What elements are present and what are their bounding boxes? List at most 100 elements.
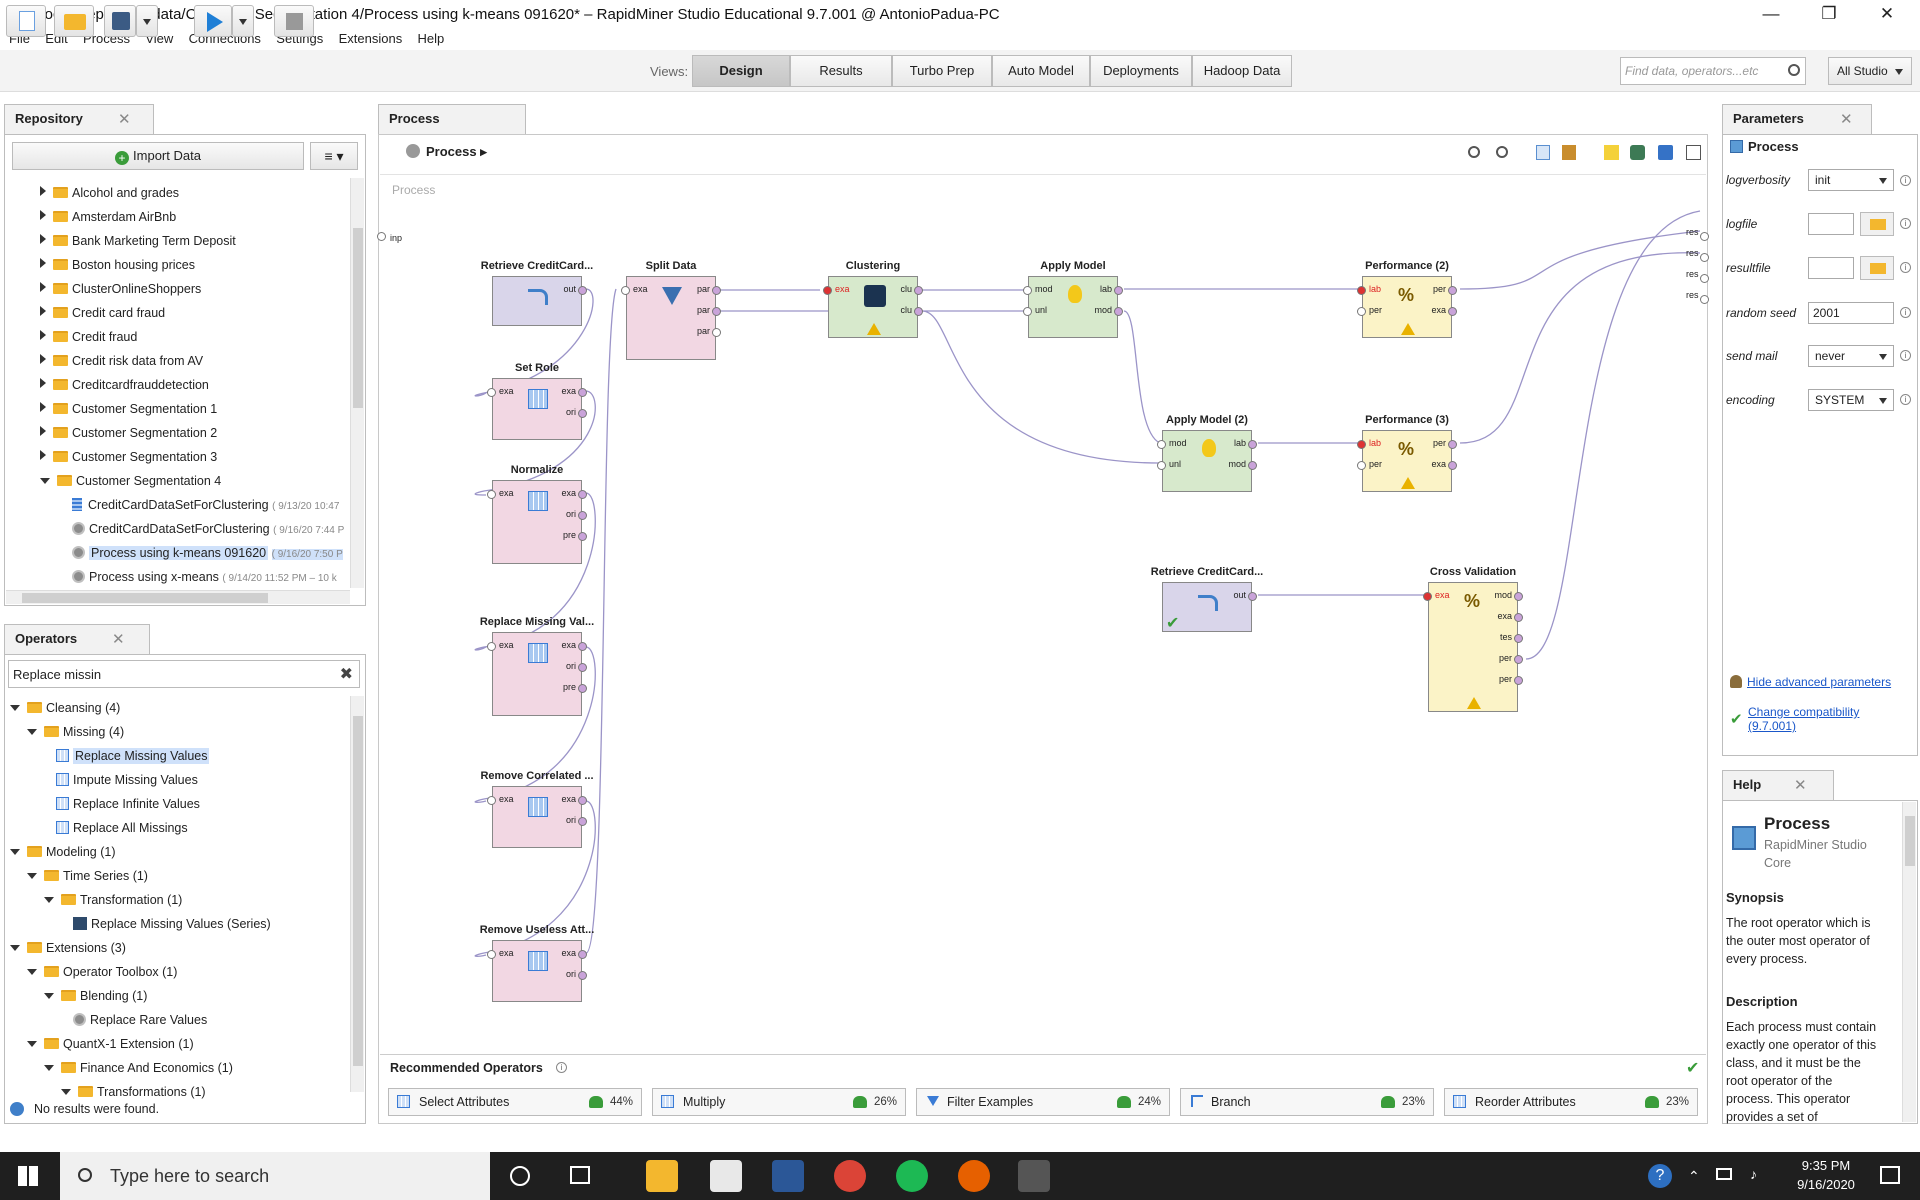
- operator-row[interactable]: Replace All Missings: [56, 818, 188, 838]
- input-port[interactable]: [377, 232, 386, 241]
- chevron-right-icon[interactable]: [40, 450, 46, 460]
- input-port[interactable]: [1157, 440, 1166, 449]
- info-icon[interactable]: i: [1900, 218, 1911, 229]
- send-mail-select[interactable]: never: [1808, 345, 1894, 367]
- output-port[interactable]: [578, 388, 587, 397]
- repo-entry-row[interactable]: CreditCardDataSetForClustering ( 9/16/20…: [72, 519, 344, 539]
- warning-icon[interactable]: [867, 323, 881, 335]
- operator-box[interactable]: [828, 276, 918, 338]
- breadcrumb[interactable]: Process ▸: [406, 144, 487, 160]
- tab-parameters[interactable]: Parameters: [1722, 104, 1872, 134]
- repo-folder-row[interactable]: Customer Segmentation 1: [40, 399, 217, 419]
- output-port[interactable]: [578, 409, 587, 418]
- output-port[interactable]: [578, 817, 587, 826]
- scroll-thumb[interactable]: [353, 228, 363, 408]
- output-port[interactable]: [1514, 634, 1523, 643]
- repo-entry-row[interactable]: Process using k-means 091620 ( 9/16/20 7…: [72, 543, 343, 563]
- paste-icon[interactable]: [1562, 145, 1576, 160]
- spotify-icon[interactable]: [896, 1160, 928, 1192]
- result-port[interactable]: [1700, 232, 1709, 241]
- operator-box[interactable]: ✔: [1162, 582, 1252, 632]
- repo-folder-row[interactable]: Bank Marketing Term Deposit: [40, 231, 236, 251]
- notepad-icon[interactable]: [710, 1160, 742, 1192]
- output-port[interactable]: [914, 286, 923, 295]
- output-port[interactable]: [712, 286, 721, 295]
- output-port[interactable]: [1514, 655, 1523, 664]
- output-port[interactable]: [914, 307, 923, 316]
- output-port[interactable]: [578, 642, 587, 651]
- copy-icon[interactable]: [1536, 145, 1550, 160]
- warning-icon[interactable]: [1401, 477, 1415, 489]
- result-port[interactable]: [1700, 295, 1709, 304]
- firefox-icon[interactable]: [958, 1160, 990, 1192]
- input-port[interactable]: [1023, 307, 1032, 316]
- operator-box[interactable]: [492, 276, 582, 326]
- operator-group-row[interactable]: Finance And Economics (1): [44, 1058, 233, 1078]
- new-process-button[interactable]: [6, 5, 46, 37]
- view-auto-model[interactable]: Auto Model: [992, 55, 1090, 87]
- view-results[interactable]: Results: [790, 55, 892, 87]
- repo-folder-row[interactable]: Creditcardfrauddetection: [40, 375, 209, 395]
- chevron-down-icon[interactable]: [44, 1065, 54, 1071]
- stop-button[interactable]: [274, 5, 314, 37]
- output-port[interactable]: [1448, 307, 1457, 316]
- operator-box[interactable]: [492, 378, 582, 440]
- view-turbo-prep[interactable]: Turbo Prep: [892, 55, 992, 87]
- chevron-down-icon[interactable]: [10, 705, 20, 711]
- repo-folder-row[interactable]: Credit card fraud: [40, 303, 165, 323]
- repo-folder-row[interactable]: Amsterdam AirBnb: [40, 207, 176, 227]
- close-icon[interactable]: ✕: [1840, 111, 1853, 128]
- resultfile-browse-button[interactable]: [1860, 256, 1894, 280]
- save-dropdown-button[interactable]: [136, 5, 158, 37]
- operator-group-row[interactable]: Operator Toolbox (1): [27, 962, 177, 982]
- close-icon[interactable]: ✕: [112, 631, 125, 648]
- chevron-down-icon[interactable]: [27, 969, 37, 975]
- repo-folder-row[interactable]: Customer Segmentation 2: [40, 423, 217, 443]
- output-port[interactable]: [578, 796, 587, 805]
- tab-process[interactable]: Process: [378, 104, 526, 134]
- output-port[interactable]: [1448, 440, 1457, 449]
- chevron-right-icon[interactable]: [40, 258, 46, 268]
- task-view-icon[interactable]: [570, 1166, 590, 1184]
- collapse-check-icon[interactable]: ✔: [1686, 1060, 1700, 1077]
- output-port[interactable]: [578, 663, 587, 672]
- logfile-input[interactable]: [1808, 213, 1854, 235]
- chevron-right-icon[interactable]: [40, 330, 46, 340]
- chevron-right-icon[interactable]: [40, 378, 46, 388]
- info-icon[interactable]: i: [1900, 262, 1911, 273]
- chevron-right-icon[interactable]: [40, 402, 46, 412]
- info-icon[interactable]: i: [556, 1062, 567, 1073]
- operator-box[interactable]: [1028, 276, 1118, 338]
- random-seed-input[interactable]: 2001: [1808, 302, 1894, 324]
- repo-folder-row[interactable]: Customer Segmentation 3: [40, 447, 217, 467]
- search-icon[interactable]: [1788, 64, 1800, 76]
- operator-group-row[interactable]: Transformation (1): [44, 890, 182, 910]
- input-port[interactable]: [1357, 440, 1366, 449]
- add-note-icon[interactable]: [1604, 145, 1619, 160]
- operator-box[interactable]: [492, 480, 582, 564]
- output-port[interactable]: [1448, 286, 1457, 295]
- operator-box[interactable]: [492, 786, 582, 848]
- auto-arrange-icon[interactable]: [1686, 145, 1701, 160]
- operator-group-row[interactable]: Extensions (3): [10, 938, 126, 958]
- help-tray-icon[interactable]: ?: [1648, 1164, 1672, 1188]
- info-icon[interactable]: i: [1900, 394, 1911, 405]
- network-icon[interactable]: [1716, 1168, 1732, 1180]
- output-port[interactable]: [578, 511, 587, 520]
- operator-box[interactable]: %: [1428, 582, 1518, 712]
- output-port[interactable]: [1448, 461, 1457, 470]
- logverbosity-select[interactable]: init: [1808, 169, 1894, 191]
- tab-operators[interactable]: Operators: [4, 624, 150, 654]
- tab-help[interactable]: Help: [1722, 770, 1834, 800]
- output-port[interactable]: [712, 307, 721, 316]
- input-port[interactable]: [487, 642, 496, 651]
- zoom-in-icon[interactable]: [1468, 146, 1480, 158]
- repository-scrollbar[interactable]: [350, 178, 364, 588]
- scroll-thumb[interactable]: [1905, 816, 1915, 866]
- output-port[interactable]: [1114, 307, 1123, 316]
- operator-box[interactable]: %: [1362, 430, 1452, 492]
- info-icon[interactable]: i: [1900, 175, 1911, 186]
- operator-box[interactable]: [492, 632, 582, 716]
